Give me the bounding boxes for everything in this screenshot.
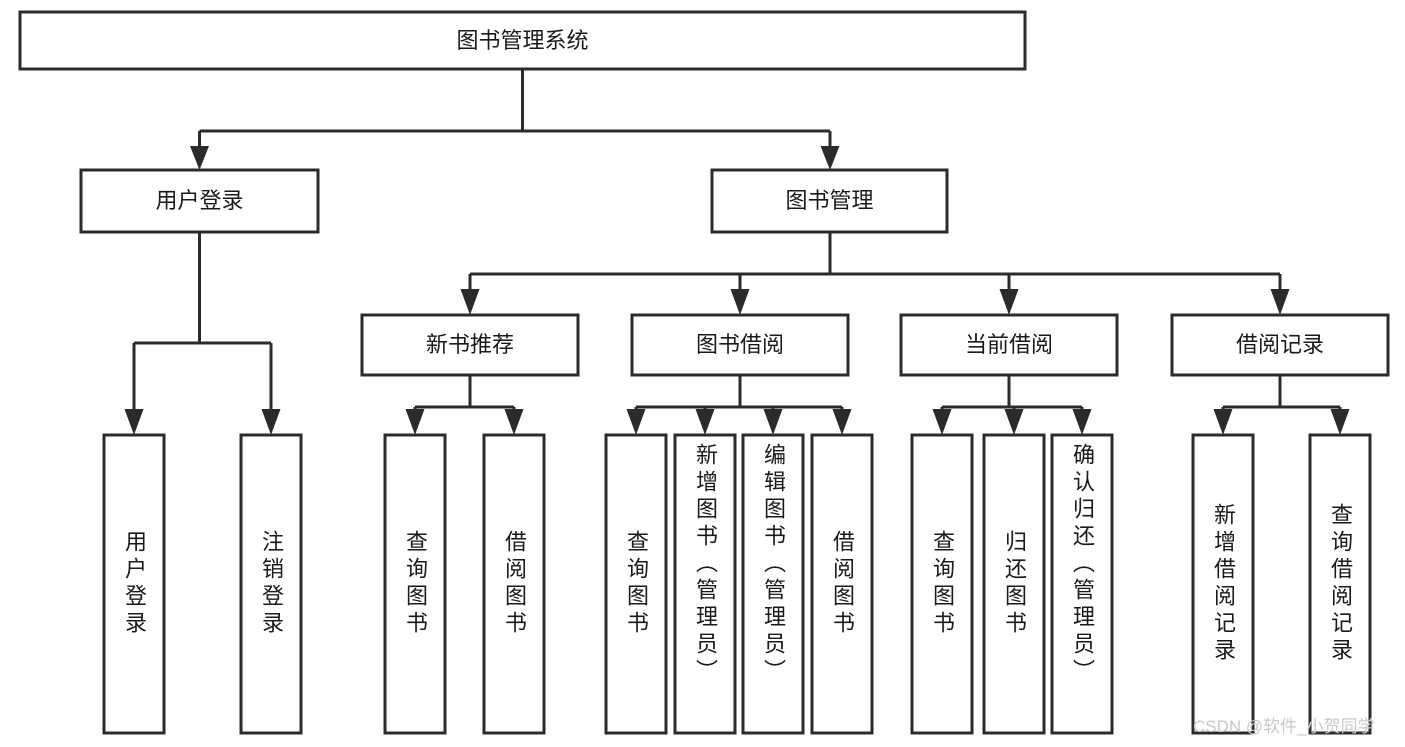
node-current-borrow[interactable]: 当前借阅 [899, 313, 1119, 377]
leaf-box-edit-book[interactable] [741, 433, 805, 735]
arrow-to-leaf-return-book [1004, 409, 1024, 435]
node-current-borrow-label: 当前借阅 [965, 332, 1053, 357]
arrow-to-leaf-add-book [695, 409, 715, 435]
node-borrow-record-label: 借阅记录 [1236, 332, 1324, 357]
leaf-box-query-book-1[interactable] [383, 433, 447, 735]
leaf-box-query-book-3[interactable] [910, 433, 974, 735]
node-new-book-rec[interactable]: 新书推荐 [360, 313, 580, 377]
node-book-borrow-label: 图书借阅 [696, 332, 784, 357]
node-root[interactable]: 图书管理系统 [18, 10, 1027, 71]
node-user-login-label: 用户登录 [155, 188, 243, 213]
csdn-watermark: CSDN @软件_小贺同学 [1193, 717, 1375, 736]
connector-group-root [198, 69, 832, 148]
arrow-root-to-book-mgmt [820, 146, 840, 170]
arrow-to-leaf-confirm-return [1072, 409, 1092, 435]
connector-group-new-book-rec [413, 375, 516, 411]
arrow-to-borrow-record [1270, 289, 1290, 315]
arrow-to-new-book-rec [460, 289, 480, 315]
arrow-to-leaf-query-record [1330, 409, 1350, 435]
connector-group-borrow-record [1221, 375, 1342, 411]
leaf-box-confirm-return[interactable] [1050, 433, 1114, 735]
arrow-to-leaf-add-record [1213, 409, 1233, 435]
node-borrow-record[interactable]: 借阅记录 [1170, 313, 1390, 377]
node-book-mgmt-label: 图书管理 [785, 188, 873, 213]
leaf-box-borrow-book-2[interactable] [810, 433, 874, 735]
node-book-mgmt[interactable]: 图书管理 [710, 168, 949, 234]
arrow-to-leaf-query-book-1 [405, 409, 425, 435]
arrow-to-leaf-user-login [124, 409, 144, 435]
leaf-box-add-book[interactable] [673, 433, 737, 735]
arrow-to-leaf-query-book-2 [626, 409, 646, 435]
arrow-to-leaf-borrow-book-1 [504, 409, 524, 435]
leaf-box-query-book-2[interactable] [604, 433, 668, 735]
arrow-to-leaf-borrow-book-2 [832, 409, 852, 435]
arrow-to-current-borrow [999, 289, 1019, 315]
arrow-to-leaf-query-book-3 [932, 409, 952, 435]
connector-group-book-borrow [634, 375, 844, 411]
leaf-box-return-book[interactable] [982, 433, 1046, 735]
leaf-rect-group [102, 433, 1372, 735]
node-root-label: 图书管理系统 [456, 28, 588, 53]
node-user-login[interactable]: 用户登录 [79, 168, 320, 234]
connector-group-current-borrow [940, 375, 1084, 411]
leaf-box-logout[interactable] [239, 433, 303, 735]
leaf-box-add-record[interactable] [1191, 433, 1255, 735]
leaf-box-query-record[interactable] [1308, 433, 1372, 735]
arrow-to-leaf-logout [261, 409, 281, 435]
leaf-box-user-login[interactable] [102, 433, 166, 735]
node-book-borrow[interactable]: 图书借阅 [630, 313, 850, 377]
connector-group-book-mgmt [468, 232, 1282, 291]
arrow-to-book-borrow [730, 289, 750, 315]
connector-group-user-login [132, 232, 273, 411]
node-new-book-rec-label: 新书推荐 [426, 332, 514, 357]
arrow-to-leaf-edit-book [763, 409, 783, 435]
arrow-root-to-user-login [190, 146, 209, 170]
leaf-box-borrow-book-1[interactable] [482, 433, 546, 735]
